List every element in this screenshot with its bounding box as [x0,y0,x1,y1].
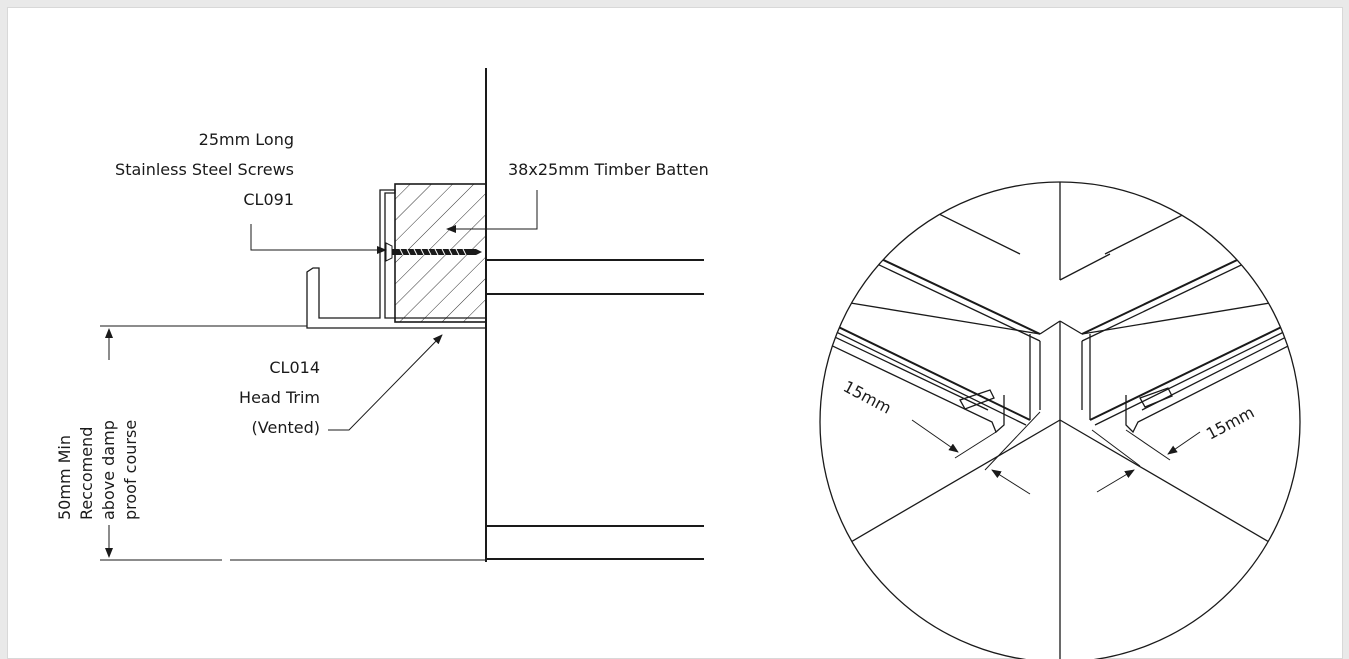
head-trim-profile [306,189,487,329]
batten-leader [446,190,538,233]
dpc-label-line2: Reccomend [77,427,96,520]
trim-label-line1: CL014 [269,358,320,377]
trim-label-line3: (Vented) [252,418,320,437]
screws-label-line2: Stainless Steel Screws [115,160,294,179]
dpc-label-line4: proof course [121,420,140,520]
dpc-label-line3: above damp [99,420,118,520]
dpc-label-line1: 50mm Min [55,435,74,520]
screws-label-line1: 25mm Long [199,130,294,149]
screws-label-line3: CL091 [243,190,294,209]
screws-leader [250,224,387,254]
trim-leader [328,334,443,431]
screw-icon [385,242,482,262]
dpc-label: 50mm Min Reccomend above damp proof cour… [55,420,140,520]
batten-label: 38x25mm Timber Batten [508,160,709,179]
corner-detail-view: 15mm 15mm [819,181,1301,659]
trim-label-line2: Head Trim [239,388,320,407]
section-detail [100,68,704,562]
